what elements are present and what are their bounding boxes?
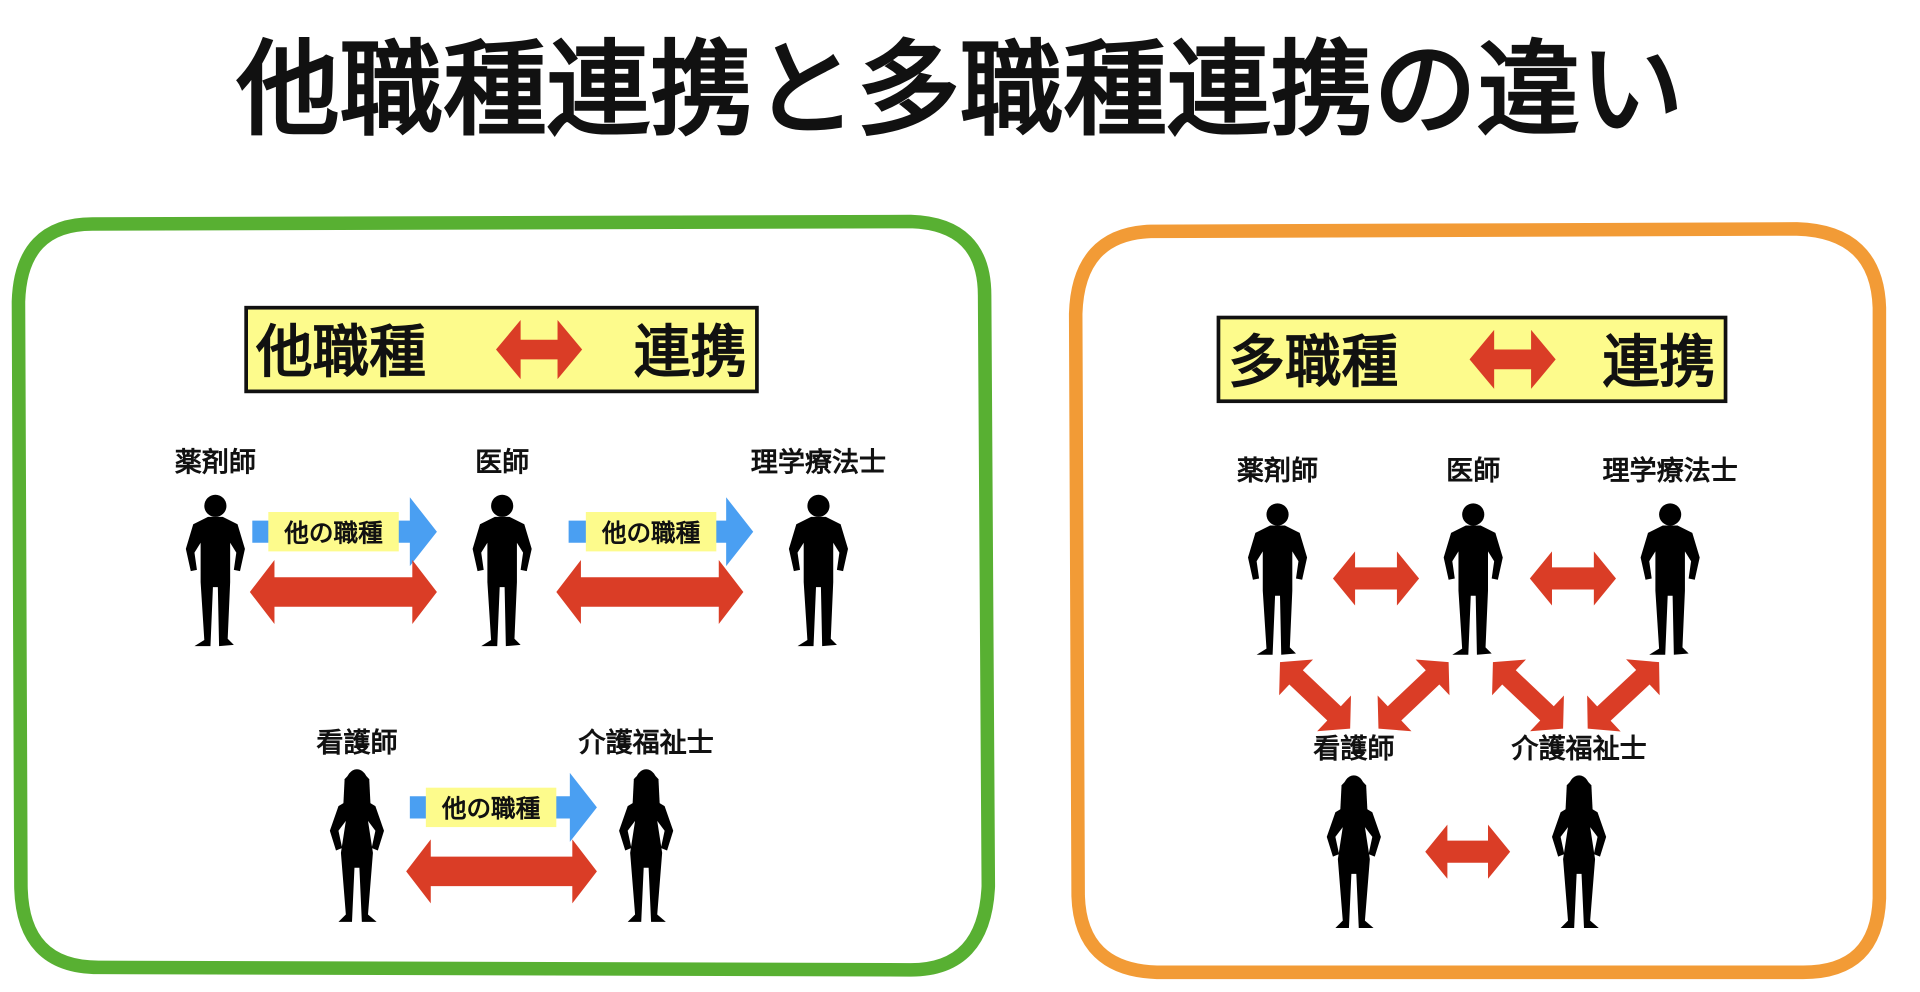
person-pharmacist-icon [1248,503,1308,655]
double-arrow-icon [1425,824,1511,879]
role-label-doctor: 医師 [475,447,529,478]
role-label-nurse: 看護師 [1313,733,1394,765]
left-panel-border [11,214,996,977]
chip-bg [585,512,717,552]
left-panel: 他職種 連携 薬剤師 医師 理学療法士 看護師 介護福祉士 他の職種 他の職種 … [11,214,996,977]
role-label-physiotherapist: 理学療法士 [751,446,886,478]
double-arrow-icon [406,839,597,904]
double-arrow-icon [1529,551,1616,606]
role-label-pharmacist: 薬剤師 [1237,455,1318,487]
double-arrow-icon [1377,659,1450,732]
person-physiotherapist-icon [788,494,848,647]
role-label-pharmacist: 薬剤師 [175,446,256,478]
double-arrow-icon [556,560,744,624]
person-nurse-icon [1326,775,1381,928]
person-physiotherapist-icon [1640,503,1700,655]
right-header-left: 多職種 [1228,330,1398,396]
double-arrow-icon [1492,659,1564,732]
chip-bg [425,787,557,828]
person-care-worker-icon [619,769,674,922]
chip-label: 他の職種 [441,794,541,823]
double-arrow-icon [1279,659,1352,732]
chip-label: 他の職種 [601,519,701,548]
right-header-right: 連携 [1602,330,1715,396]
role-label-physiotherapist: 理学療法士 [1602,455,1737,487]
person-care-worker-icon [1552,775,1607,928]
page-title: 他職種連携と多職種連携の違い [235,31,1683,151]
person-pharmacist-icon [185,494,245,647]
right-panel: 多職種 連携 薬剤師 医師 理学療法士 看護師 介護福祉士 [1068,222,1887,980]
person-doctor-icon [1443,503,1503,655]
double-arrow-icon [1469,329,1556,389]
chip-label: 他の職種 [283,519,383,548]
person-doctor-icon [472,494,532,647]
role-label-doctor: 医師 [1446,456,1500,487]
double-arrow-icon [249,560,437,624]
left-header-left: 他職種 [255,320,426,386]
role-label-care-worker: 介護福祉士 [1510,733,1646,765]
double-arrow-icon [1332,551,1420,606]
person-nurse-icon [329,769,384,922]
left-header-right: 連携 [634,320,747,386]
role-label-care-worker: 介護福祉士 [577,727,713,759]
chip-bg [268,512,399,552]
double-arrow-icon [1587,659,1660,732]
double-arrow-icon [496,320,583,380]
role-label-nurse: 看護師 [316,727,397,759]
right-panel-border [1068,222,1887,980]
